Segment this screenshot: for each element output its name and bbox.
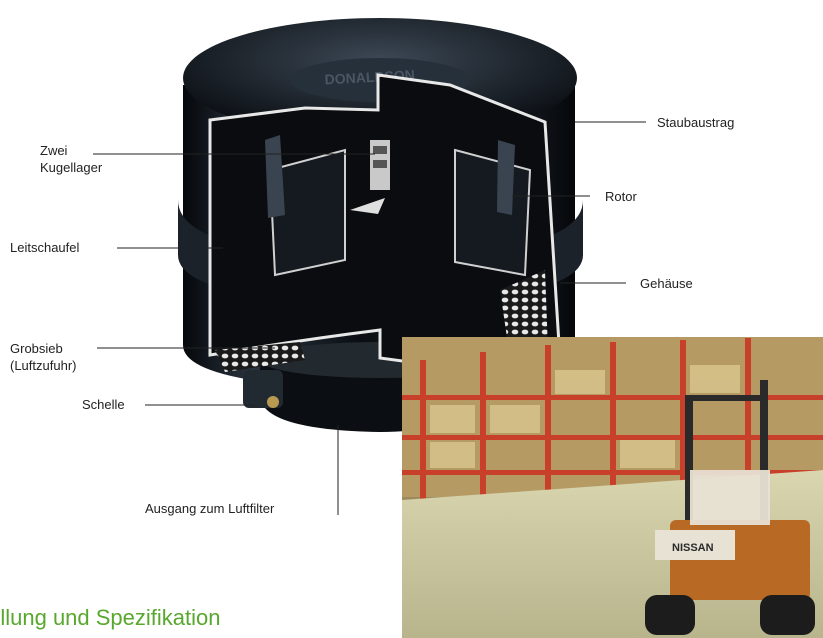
- section-heading: tellung und Spezifikation: [0, 605, 420, 638]
- warehouse-racks: [402, 338, 823, 540]
- label-zwei-kugellager: Zwei Kugellager: [40, 142, 102, 176]
- label-kugellager-line: Kugellager: [40, 160, 103, 175]
- forklift-warehouse-photo: NISSAN: [402, 337, 823, 638]
- label-grobsieb-line: Grobsieb: [10, 341, 63, 356]
- label-leitschaufel: Leitschaufel: [10, 240, 80, 255]
- label-schelle: Schelle: [82, 397, 125, 412]
- label-gehaeuse: Gehäuse: [640, 276, 693, 291]
- label-rotor: Rotor: [605, 189, 637, 204]
- label-ausgang: Ausgang zum Luftfilter: [145, 501, 275, 516]
- label-grobsieb: Grobsieb (Luftzufuhr): [10, 340, 76, 374]
- forklift: NISSAN: [645, 380, 815, 635]
- forklift-brand: NISSAN: [672, 542, 714, 554]
- section-heading-text: tellung und Spezifikation: [0, 605, 221, 630]
- label-zwei-line: Zwei: [40, 143, 68, 158]
- screen-mesh-left: [215, 342, 305, 372]
- rotor-blade: [265, 135, 285, 218]
- clamp: [243, 370, 283, 408]
- label-luftzufuhr-line: (Luftzufuhr): [10, 358, 77, 373]
- leader-lines: [93, 121, 646, 515]
- label-staubaustrag: Staubaustrag: [657, 115, 735, 130]
